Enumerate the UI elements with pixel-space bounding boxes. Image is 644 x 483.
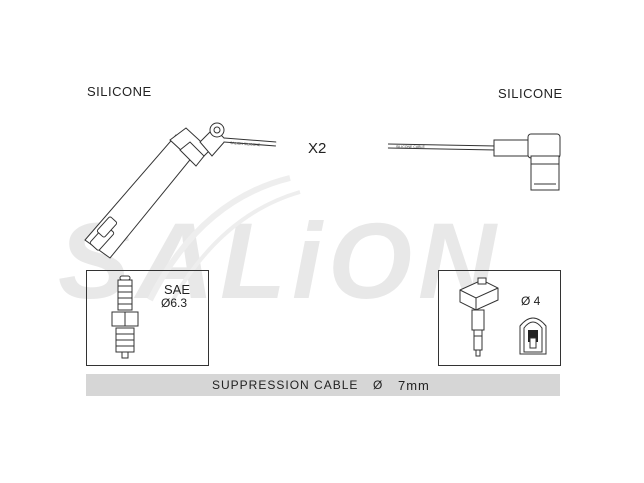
quantity-label: X2 (308, 140, 327, 157)
coil-terminal-box (438, 270, 561, 366)
right-cable-print: SILICONE CABLE (396, 145, 425, 149)
banner-diameter-symbol: Ø (373, 378, 384, 392)
coil-terminal-icon (459, 277, 499, 357)
watermark-swoosh (147, 175, 291, 302)
plug-standard-label: SAE (164, 282, 191, 297)
banner-value: 7mm (398, 378, 430, 393)
coil-diameter-label: Ø 4 (521, 294, 541, 308)
left-cable-print: SALION SILICONE (230, 141, 261, 147)
suppression-cable-banner: SUPPRESSION CABLE Ø 7mm (86, 374, 560, 396)
spark-plug-icon (111, 275, 139, 359)
spark-plug-box (86, 270, 209, 366)
right-material-label: SILICONE (498, 86, 563, 101)
terminal-cross-section-icon (519, 317, 547, 355)
banner-label: SUPPRESSION CABLE (212, 378, 359, 392)
left-material-label: SILICONE (87, 84, 152, 99)
plug-diameter-label: Ø6.3 (161, 296, 188, 310)
right-boot-body (493, 133, 561, 191)
